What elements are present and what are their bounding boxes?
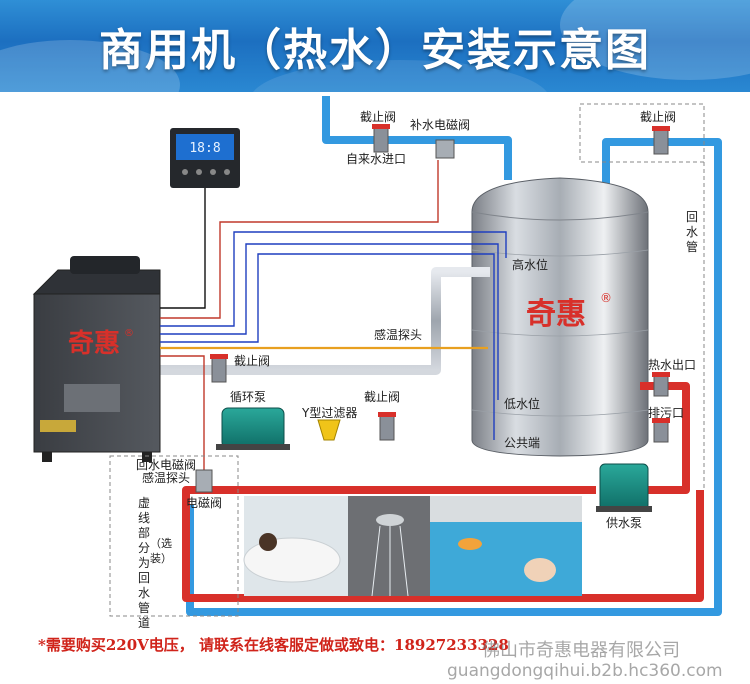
circulation-pump bbox=[216, 407, 290, 450]
label-makeup-solenoid: 补水电磁阀 bbox=[410, 118, 471, 132]
purchase-notice: *需要购买220V电压， 请联系在线客服定做或致电：18927233328 bbox=[38, 636, 509, 654]
label-supply-pump: 供水泵 bbox=[606, 516, 643, 530]
label-makeup-shutoff: 截止阀 bbox=[360, 110, 397, 124]
label-high-level: 高水位 bbox=[512, 258, 549, 272]
label-return-probe: 感温探头 bbox=[142, 471, 191, 485]
label-return-pipe: 回水管 bbox=[685, 210, 698, 254]
valve-top-shutoff bbox=[652, 126, 670, 155]
label-y-filter: Y型过滤器 bbox=[302, 406, 358, 420]
label-solenoid: 电磁阀 bbox=[186, 496, 223, 510]
makeup-water-pipe bbox=[322, 96, 512, 180]
label-common: 公共端 bbox=[504, 436, 541, 450]
label-optional: （选装） bbox=[150, 537, 172, 565]
label-return-shutoff: 截止阀 bbox=[364, 390, 401, 404]
wire-controller: 18:8 bbox=[170, 128, 240, 188]
control-wires bbox=[160, 160, 507, 470]
valve-return-solenoid bbox=[195, 469, 213, 493]
page-title: 商用机（热水）安装示意图 bbox=[99, 25, 651, 76]
label-top-shutoff: 截止阀 bbox=[640, 110, 677, 124]
tank-brand-mark: ® bbox=[600, 291, 612, 305]
supply-pump bbox=[596, 463, 652, 512]
title-banner: 商用机（热水）安装示意图 bbox=[0, 0, 750, 92]
valve-drain bbox=[652, 418, 670, 443]
valve-circulation-shutoff bbox=[210, 354, 228, 383]
label-tap-inlet: 自来水进口 bbox=[346, 152, 407, 166]
heat-pump-unit bbox=[32, 256, 161, 462]
application-photos bbox=[243, 496, 582, 597]
valve-makeup-solenoid bbox=[435, 139, 455, 159]
valve-return-shutoff bbox=[378, 412, 396, 441]
svg-text:18:8: 18:8 bbox=[189, 141, 220, 156]
label-temp-probe: 感温探头 bbox=[374, 328, 423, 342]
label-circulation-shutoff: 截止阀 bbox=[234, 354, 271, 368]
return-pipe-dashed-box bbox=[109, 455, 239, 617]
watermark-company: 佛山市奇惠电器有限公司 bbox=[482, 640, 680, 661]
water-tank bbox=[471, 177, 649, 457]
y-filter bbox=[317, 419, 341, 441]
label-return-solenoid: 回水电磁阀 bbox=[136, 458, 197, 472]
valve-makeup-shutoff bbox=[372, 124, 390, 153]
label-circ-pump: 循环泵 bbox=[230, 390, 267, 404]
valve-hot-outlet bbox=[652, 372, 670, 397]
unit-brand-mark: ® bbox=[124, 328, 134, 339]
tank-brand-logo: 奇惠 bbox=[526, 297, 586, 332]
label-low-level: 低水位 bbox=[504, 397, 541, 411]
label-dashed-note: 虚线部分为回水管道 bbox=[137, 496, 150, 630]
label-hot-outlet: 热水出口 bbox=[648, 358, 697, 372]
label-drain: 排污口 bbox=[648, 406, 685, 420]
unit-brand-logo: 奇惠 bbox=[68, 329, 120, 359]
watermark-url: guangdongqihui.b2b.hc360.com bbox=[447, 661, 723, 681]
